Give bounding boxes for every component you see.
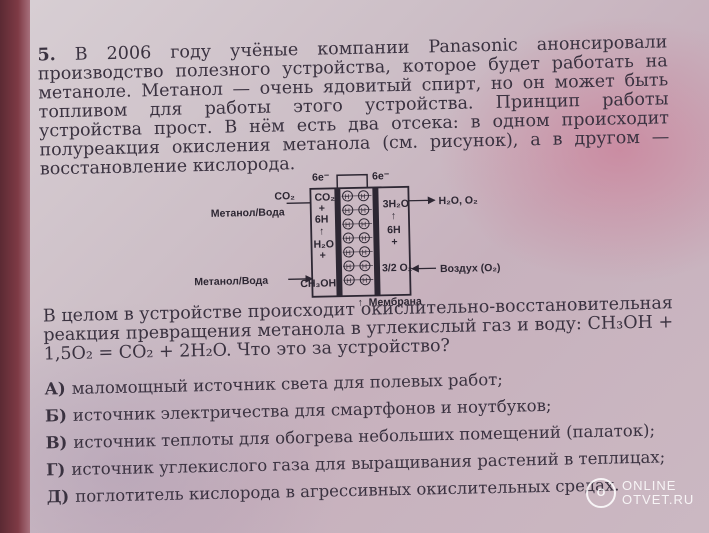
left-outlet-line <box>286 202 311 204</box>
right-inlet-line <box>411 264 437 273</box>
out-co2-label: CO₂ <box>274 190 295 202</box>
proton-flow-line <box>342 223 373 225</box>
proton-flow-line <box>341 195 372 197</box>
watermark-line-1: ONLINE <box>622 478 677 493</box>
problem-intro-text: В 2006 году учёные компании Panasonic ан… <box>37 32 670 180</box>
proton-circle <box>341 190 353 202</box>
proton-label: H <box>345 236 350 243</box>
proton-flow-line <box>342 265 373 267</box>
option-letter: Б) <box>44 405 68 426</box>
proton-flow-line <box>342 251 373 253</box>
proton-circle <box>342 232 354 244</box>
proton-circle <box>359 260 371 272</box>
right-outlet-line <box>408 196 436 205</box>
proton-label: H <box>346 264 351 271</box>
left-inlet-line <box>288 275 314 283</box>
watermark-logo-icon: O <box>586 478 616 508</box>
proton-circle <box>342 218 354 230</box>
proton-label: H <box>361 236 366 243</box>
option-letter: Д) <box>46 486 70 507</box>
membrane-label: Мембрана <box>369 296 422 309</box>
proton-label: H <box>345 208 350 215</box>
membrane-arrow: ↑ <box>358 297 364 309</box>
proton-label: H <box>362 264 367 271</box>
left-co2: CO₂ <box>314 191 335 203</box>
left-arrow: ↑ <box>319 226 325 238</box>
proton-flow-line <box>343 279 374 281</box>
left-plus-1: + <box>319 203 325 215</box>
proton-circle <box>343 274 355 286</box>
proton-circle <box>358 232 370 244</box>
proton-flow-line <box>341 209 372 211</box>
proton-label: H <box>361 222 366 229</box>
proton-flow-line <box>342 237 373 239</box>
proton-label: H <box>360 194 365 201</box>
problem-number: 5. <box>37 45 56 66</box>
proton-label: H <box>346 278 351 285</box>
proton-label: H <box>361 208 366 215</box>
option-letter: Г) <box>45 460 66 480</box>
textbook-page: 5. В 2006 году учёные компании Panasonic… <box>21 11 681 525</box>
watermark-line-2: OTVET.RU <box>622 492 695 507</box>
proton-circle <box>343 260 355 272</box>
electrons-right-label: 6e⁻ <box>372 170 390 182</box>
site-watermark: O ONLINE OTVET.RU <box>586 478 694 508</box>
problem-question: В целом в устройстве происходит окислите… <box>42 293 674 365</box>
right-3h2o: 3H₂O <box>383 198 410 211</box>
proton-circle <box>358 218 370 230</box>
proton-label: H <box>362 250 367 257</box>
cell-body <box>309 185 412 298</box>
cathode-plate <box>372 187 381 296</box>
problem-intro: 5. В 2006 году учёные компании Panasonic… <box>37 32 670 180</box>
right-6h: 6H <box>387 224 401 236</box>
right-plus: + <box>391 236 397 248</box>
proton-circle <box>358 204 370 216</box>
proton-circle <box>359 246 371 258</box>
book-spine <box>0 0 30 533</box>
proton-circle <box>343 246 355 258</box>
left-plus-2: + <box>320 250 326 262</box>
proton-circle <box>357 190 369 202</box>
proton-label: H <box>362 278 367 285</box>
right-arrow: ↑ <box>391 210 397 222</box>
proton-label: H <box>344 194 349 201</box>
left-h2o: H₂O <box>313 238 334 250</box>
proton-label: H <box>346 250 351 257</box>
proton-label: H <box>345 222 350 229</box>
anode-plate <box>334 188 343 297</box>
electrons-left-label: 6e⁻ <box>312 171 330 183</box>
proton-circle <box>359 274 371 286</box>
in-air-label: Воздух (O₂) <box>440 262 501 275</box>
in-methanol-label: Метанол/Вода <box>194 275 268 289</box>
out-methanol-label: Метанол/Вода <box>211 206 285 220</box>
electron-wire <box>336 173 369 189</box>
out-h2o-label: H₂O, O₂ <box>438 194 478 207</box>
option-letter: А) <box>44 379 66 399</box>
option-letter: В) <box>45 432 68 453</box>
left-6h: 6H <box>315 213 329 225</box>
right-o2: 3/2 O₂ <box>382 262 413 275</box>
proton-circle <box>342 204 354 216</box>
